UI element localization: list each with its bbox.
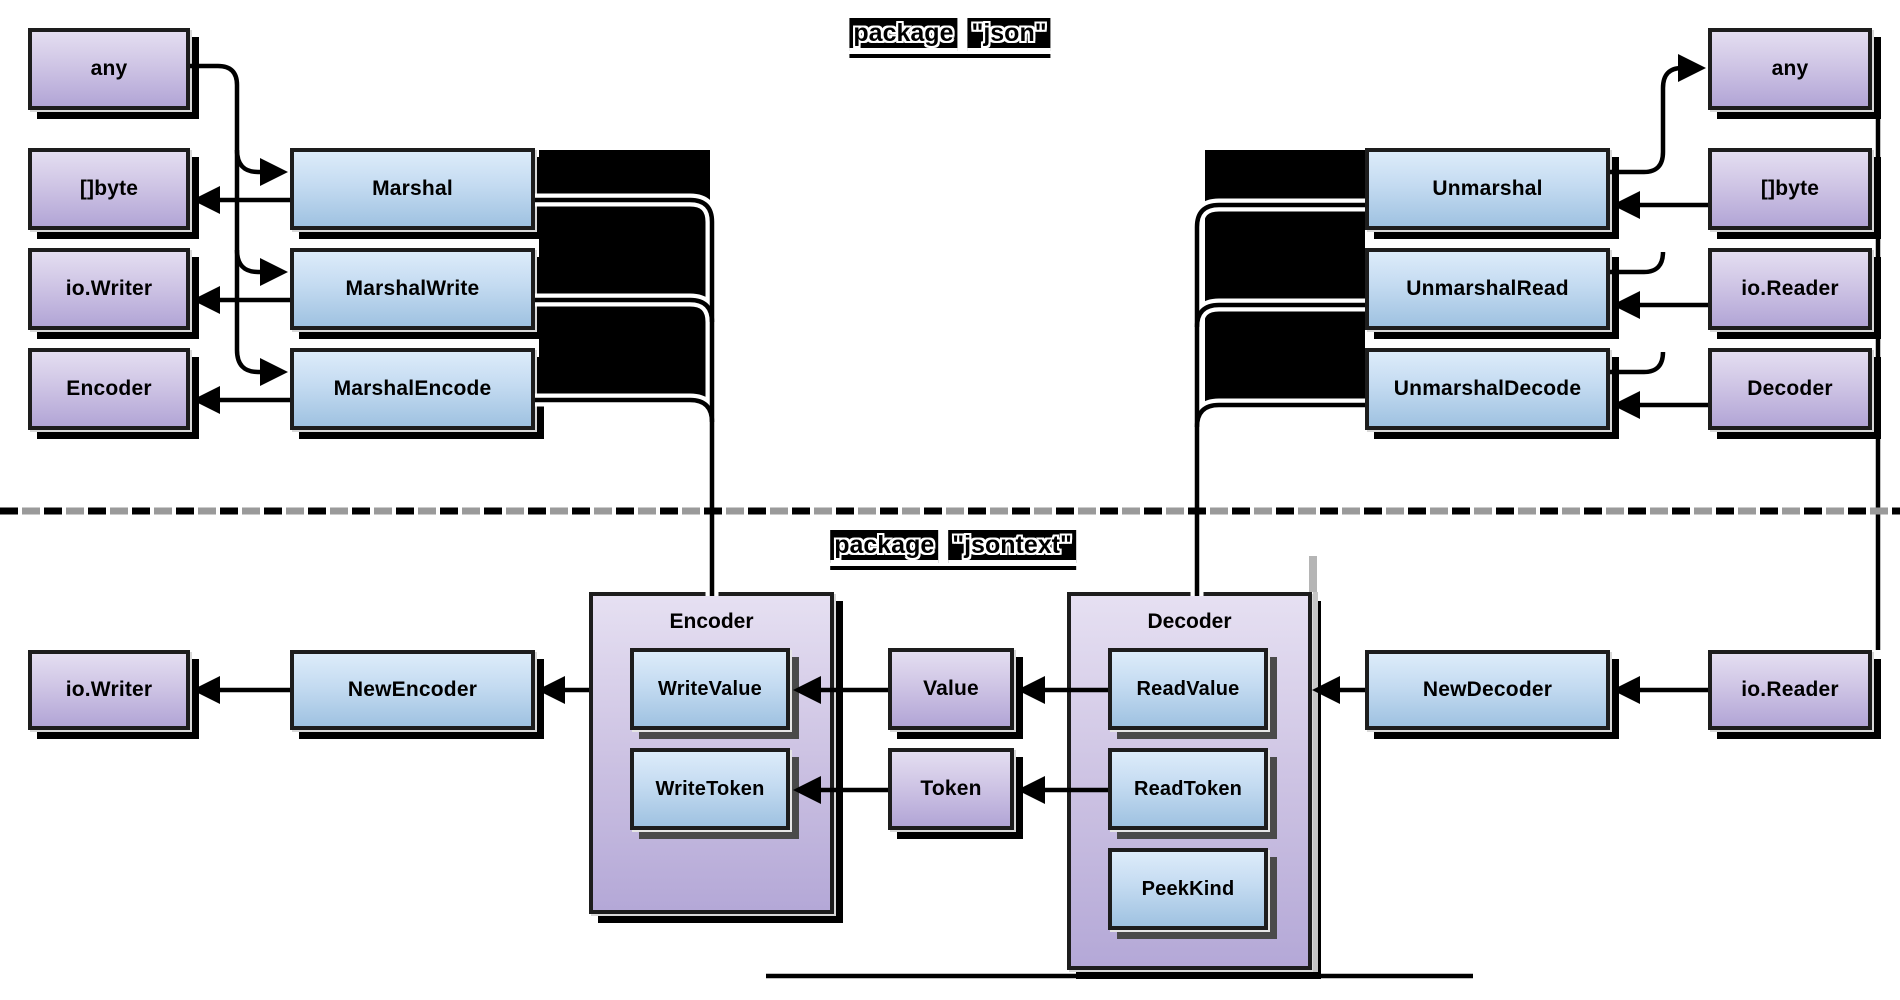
func-label: UnmarshalRead: [1406, 277, 1569, 300]
method-box-writetoken: WriteToken: [630, 748, 790, 830]
method-box-writevalue: WriteValue: [630, 648, 790, 730]
func-label: NewDecoder: [1422, 678, 1553, 701]
title-word: "jsontext": [952, 531, 1072, 559]
func-box-unmarshaldecode: UnmarshalDecode: [1365, 348, 1610, 430]
type-box-decoder-unmarshal: Decoder: [1708, 348, 1872, 430]
type-box-ioreader-jsontext: io.Reader: [1708, 650, 1872, 730]
type-box-ioreader-unmarshal: io.Reader: [1708, 248, 1872, 330]
method-label: WriteValue: [658, 677, 762, 700]
method-box-peekkind: PeekKind: [1108, 848, 1268, 930]
method-label: ReadValue: [1136, 677, 1240, 700]
type-box-bytes-marshal: []byte: [28, 148, 190, 230]
redaction-block-left: [539, 150, 710, 403]
type-label: io.Writer: [65, 678, 153, 701]
gray-artifact-edge: [1313, 592, 1318, 972]
func-box-unmarshalread: UnmarshalRead: [1365, 248, 1610, 330]
type-box-encoder-marshal: Encoder: [28, 348, 190, 430]
type-box-any-marshal: any: [28, 28, 190, 110]
func-box-unmarshal: Unmarshal: [1365, 148, 1610, 230]
type-label: io.Writer: [65, 277, 153, 300]
type-label: []byte: [79, 177, 139, 200]
func-label: Marshal: [372, 177, 453, 200]
package-jsontext-title: package "jsontext": [830, 530, 1076, 570]
redaction-block-right: [1205, 150, 1365, 403]
type-label: io.Reader: [1741, 277, 1839, 300]
func-box-marshalwrite: MarshalWrite: [290, 248, 535, 330]
type-label: any: [90, 57, 128, 80]
type-box-token: Token: [888, 748, 1014, 830]
method-label: WriteToken: [655, 777, 765, 800]
func-label: NewEncoder: [347, 678, 478, 701]
type-label: Token: [920, 777, 982, 800]
func-box-marshal: Marshal: [290, 148, 535, 230]
type-box-bytes-unmarshal: []byte: [1708, 148, 1872, 230]
title-word: package: [853, 19, 954, 47]
type-box-iowriter-marshal: io.Writer: [28, 248, 190, 330]
group-title-decoder: Decoder: [1147, 610, 1232, 633]
package-json-title: package "json": [849, 18, 1051, 58]
type-label: Encoder: [66, 377, 152, 400]
func-label: Unmarshal: [1432, 177, 1543, 200]
type-box-value: Value: [888, 648, 1014, 730]
type-label: Decoder: [1747, 377, 1833, 400]
type-label: Value: [923, 677, 979, 700]
gray-artifact: [1309, 556, 1317, 592]
method-label: PeekKind: [1141, 877, 1235, 900]
type-label: io.Reader: [1741, 678, 1839, 701]
type-box-any-unmarshal: any: [1708, 28, 1872, 110]
func-box-marshalencode: MarshalEncode: [290, 348, 535, 430]
type-box-iowriter-jsontext: io.Writer: [28, 650, 190, 730]
title-word: package: [834, 531, 935, 559]
method-box-readtoken: ReadToken: [1108, 748, 1268, 830]
func-box-newencoder: NewEncoder: [290, 650, 535, 730]
func-label: UnmarshalDecode: [1393, 377, 1582, 400]
type-label: any: [1771, 57, 1809, 80]
type-label: []byte: [1760, 177, 1820, 200]
method-box-readvalue: ReadValue: [1108, 648, 1268, 730]
method-label: ReadToken: [1133, 777, 1243, 800]
func-box-newdecoder: NewDecoder: [1365, 650, 1610, 730]
func-label: MarshalEncode: [333, 377, 492, 400]
title-word: "json": [971, 19, 1047, 47]
func-label: MarshalWrite: [345, 277, 480, 300]
group-title-encoder: Encoder: [669, 610, 754, 633]
